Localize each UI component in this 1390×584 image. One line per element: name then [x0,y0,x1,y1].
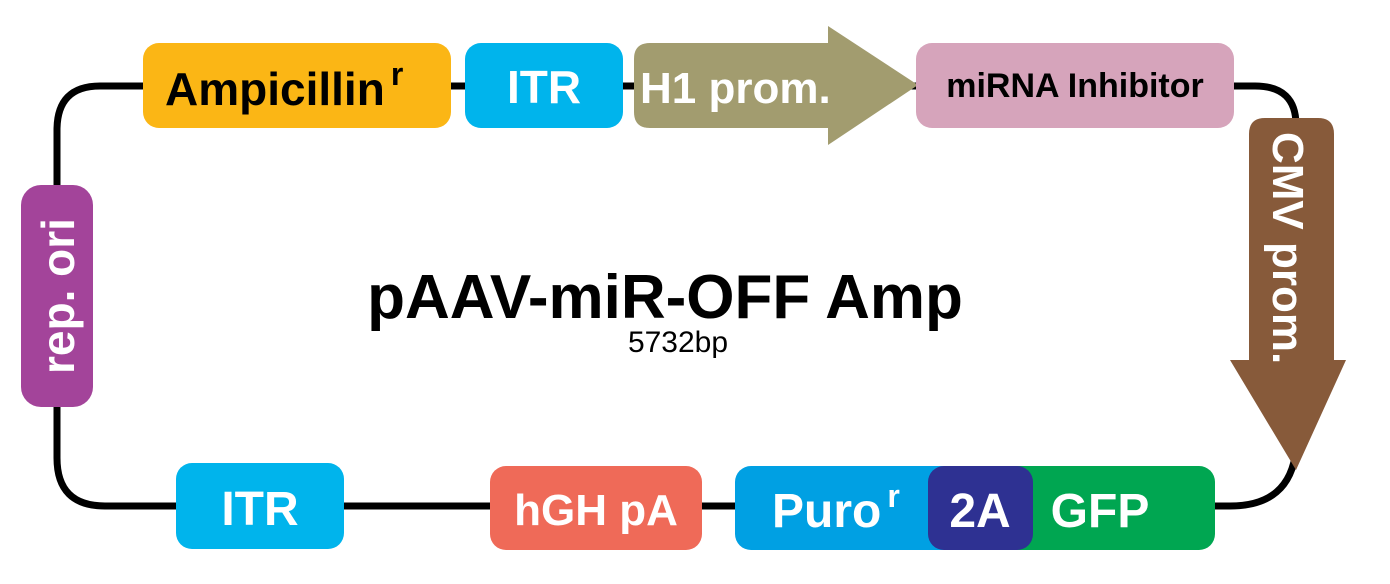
ampicillin-label: Ampicillin [165,63,385,115]
plasmid-size: 5732bp [628,326,728,359]
hgh-pa-box [490,466,702,550]
itr-bottom-box [176,463,344,549]
feature-mirna-inhibitor: miRNA Inhibitor [916,43,1234,128]
gfp-label: GFP [1051,485,1150,538]
mirna-inhibitor-label: miRNA Inhibitor [946,67,1204,105]
mirna-inhibitor-box [916,43,1234,128]
cmv-promoter-arrow [1230,118,1346,470]
feature-cmv-promoter: CMV prom. [1230,118,1346,470]
feature-h1-promoter: H1 prom. [634,26,918,145]
h1-promoter-label: H1 prom. [640,64,831,113]
itr-top-label: ITR [507,61,581,113]
feature-rep-ori: rep. ori [21,185,93,407]
feature-itr-bottom: ITR [176,463,344,549]
h1-promoter-arrow [634,26,918,145]
rep-ori-label: rep. ori [32,218,84,374]
rep-ori-box [21,185,93,407]
gfp-box [1000,466,1215,550]
feature-itr-top: ITR [465,43,623,128]
plasmid-name: pAAV-miR-OFF Amp [367,263,963,332]
feature-2a: 2A [928,466,1033,550]
puro-superscript: r [887,478,899,514]
feature-hgh-polya: hGH pA [490,466,702,550]
puro-label: Puro [772,485,881,538]
ampicillin-superscript: r [391,56,403,92]
t2a-box [928,466,1033,550]
t2a-label: 2A [949,485,1010,538]
itr-bottom-label: ITR [221,483,298,536]
feature-gfp: GFP [1000,466,1215,550]
cmv-promoter-label: CMV prom. [1263,132,1312,364]
plasmid-backbone [53,82,1300,510]
puro-box [735,466,975,550]
itr-top-box [465,43,623,128]
hgh-pa-label: hGH pA [514,486,678,535]
ampicillin-box [143,43,451,128]
